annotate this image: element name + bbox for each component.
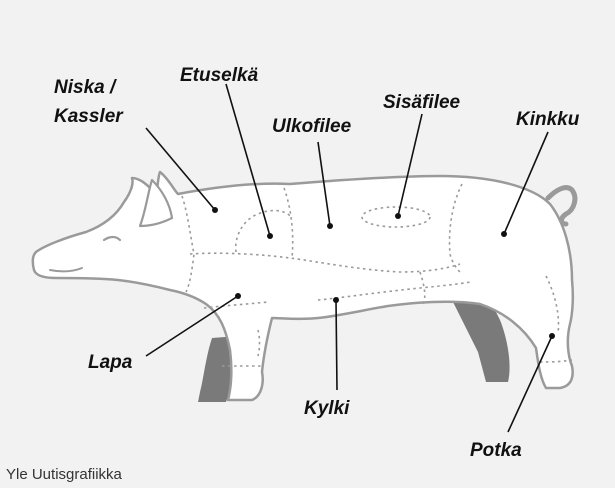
label-kinkku: Kinkku [516, 109, 580, 130]
label-potka: Potka [470, 440, 522, 461]
label-lapa: Lapa [88, 352, 133, 373]
label-kylki: Kylki [304, 398, 350, 419]
label-ulkofilee: Ulkofilee [272, 116, 352, 137]
credit-text: Yle Uutisgrafiikka [6, 466, 122, 483]
label-niska: Niska / [54, 77, 117, 98]
label-sisafilee: Sisäfilee [383, 92, 461, 113]
label-etuselka: Etuselkä [180, 65, 259, 86]
label-kassler: Kassler [54, 106, 124, 127]
